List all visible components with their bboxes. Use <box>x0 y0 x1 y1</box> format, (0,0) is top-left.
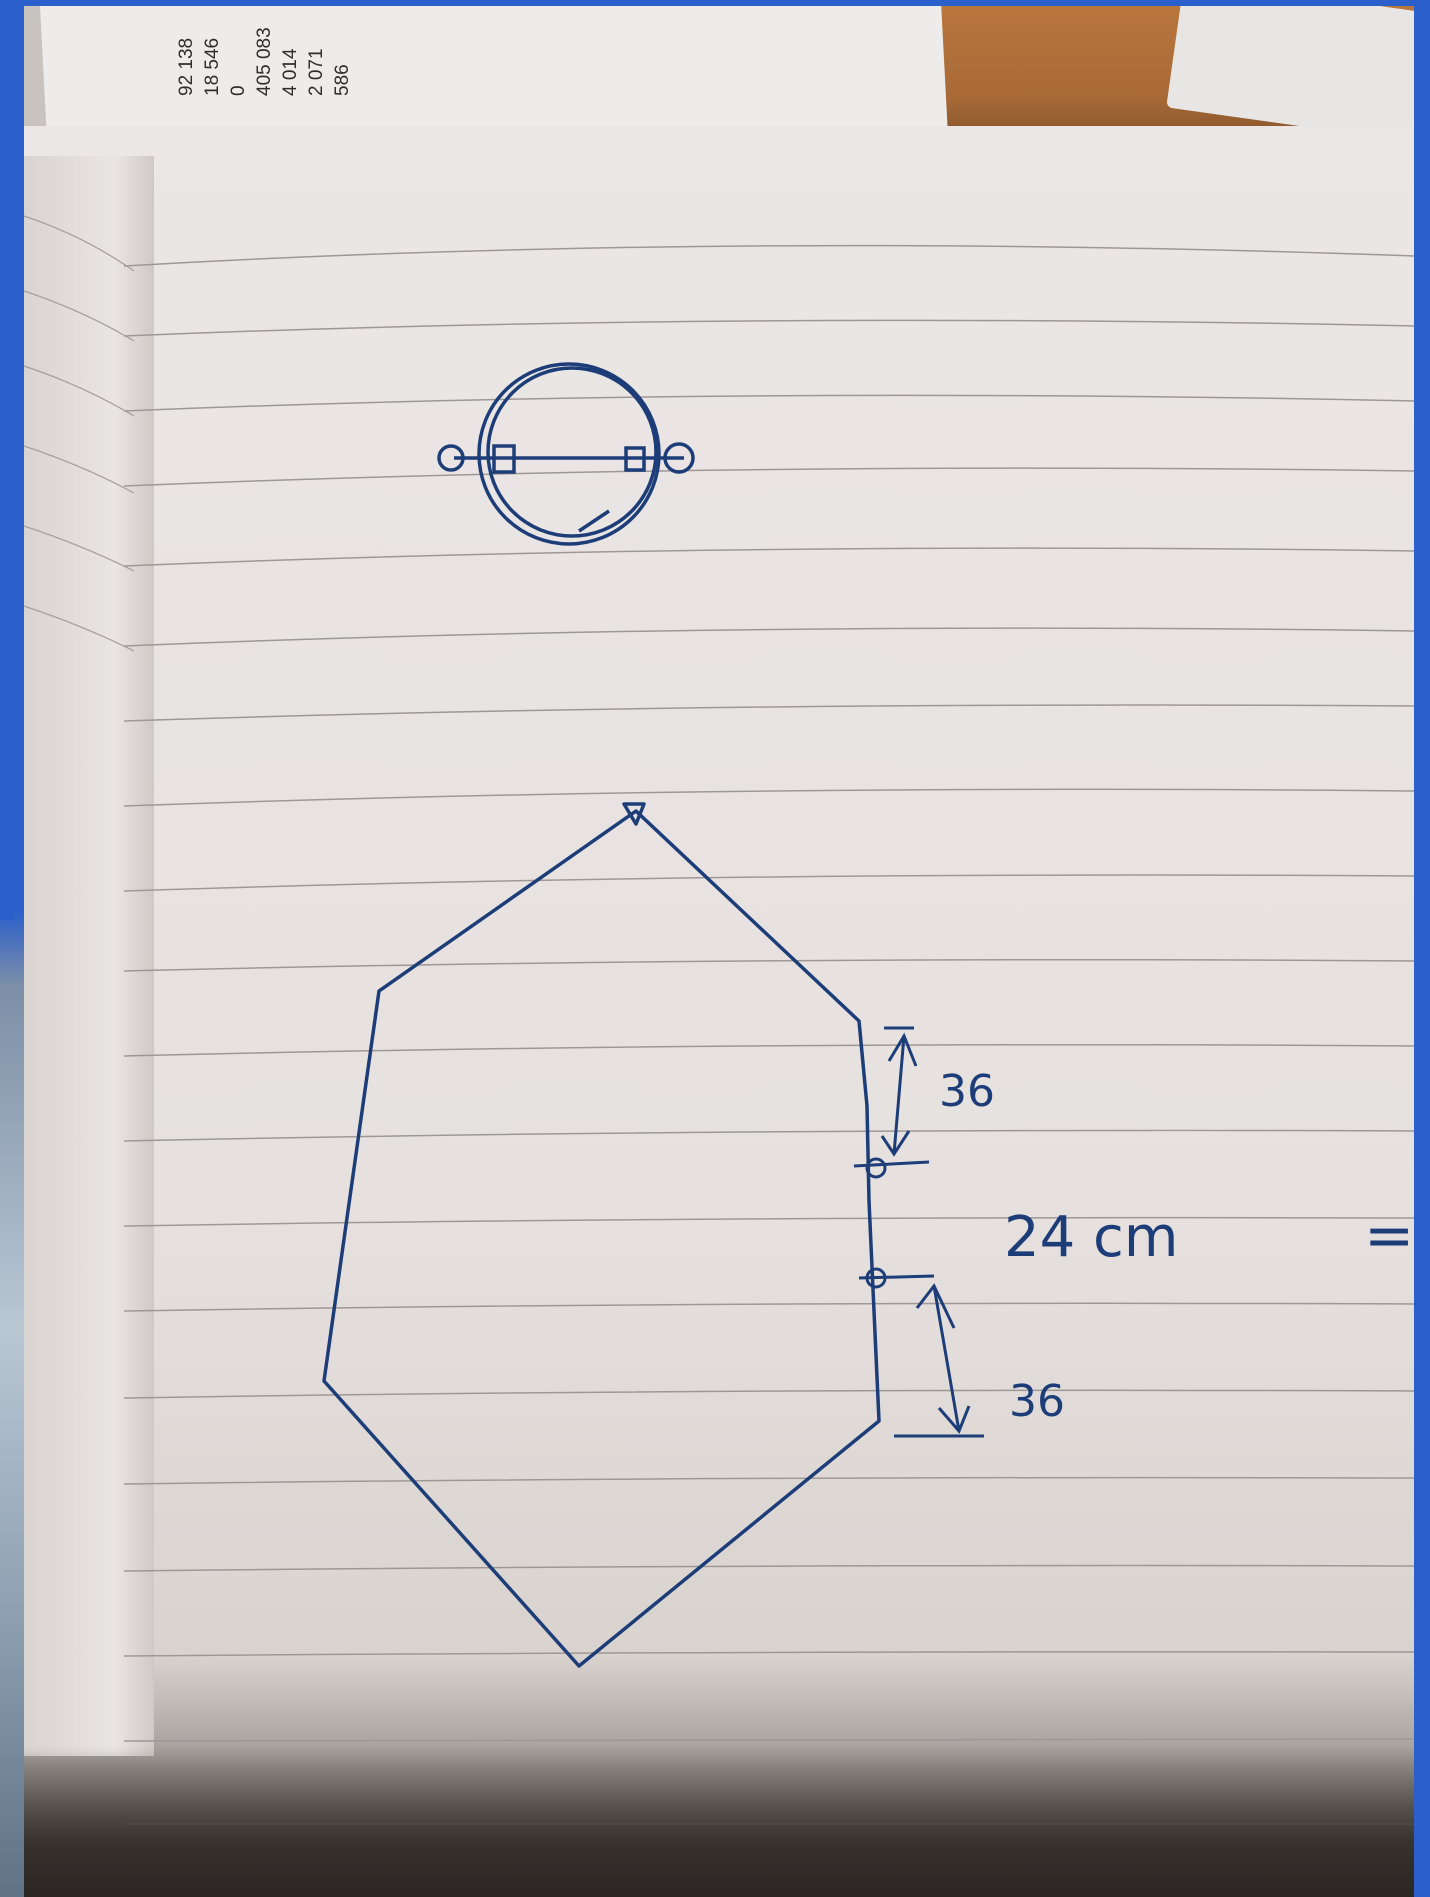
printed-number: 4 014 <box>280 48 301 96</box>
printed-number: 2 071 <box>306 48 327 96</box>
upper-dimension-label: 36 <box>939 1066 995 1117</box>
left-frame-blue <box>0 0 14 920</box>
notebook-photo: 36 24 cm 36 = 92 138 18 546 0 405 083 4 … <box>24 6 1414 1897</box>
printed-number: 405 083 <box>254 27 275 96</box>
dimension-arrows <box>853 1026 984 1438</box>
printed-number: 92 138 <box>176 37 197 96</box>
right-frame-border <box>1414 0 1430 1897</box>
circle-sketch <box>437 362 695 546</box>
top-frame-border <box>0 0 1430 6</box>
ruled-lines <box>123 244 1414 1825</box>
bottom-shadow <box>24 1746 1414 1897</box>
printed-number: 18 546 <box>202 37 223 96</box>
printed-number: 586 <box>332 64 353 96</box>
notebook-drawing: 36 24 cm 36 = <box>24 215 1414 1825</box>
notebook-page <box>24 126 1414 1897</box>
printed-number-list: 92 138 18 546 0 405 083 4 014 2 071 586 <box>174 27 356 96</box>
hexagon-sketch <box>322 802 881 1668</box>
equals-sign: = <box>1364 1201 1414 1271</box>
notebook-left-page-edge <box>24 156 154 1756</box>
left-page-lines <box>24 215 135 652</box>
middle-dimension-label: 24 cm <box>1004 1205 1178 1270</box>
printed-number: 0 <box>228 85 249 96</box>
lower-dimension-label: 36 <box>1009 1376 1065 1427</box>
